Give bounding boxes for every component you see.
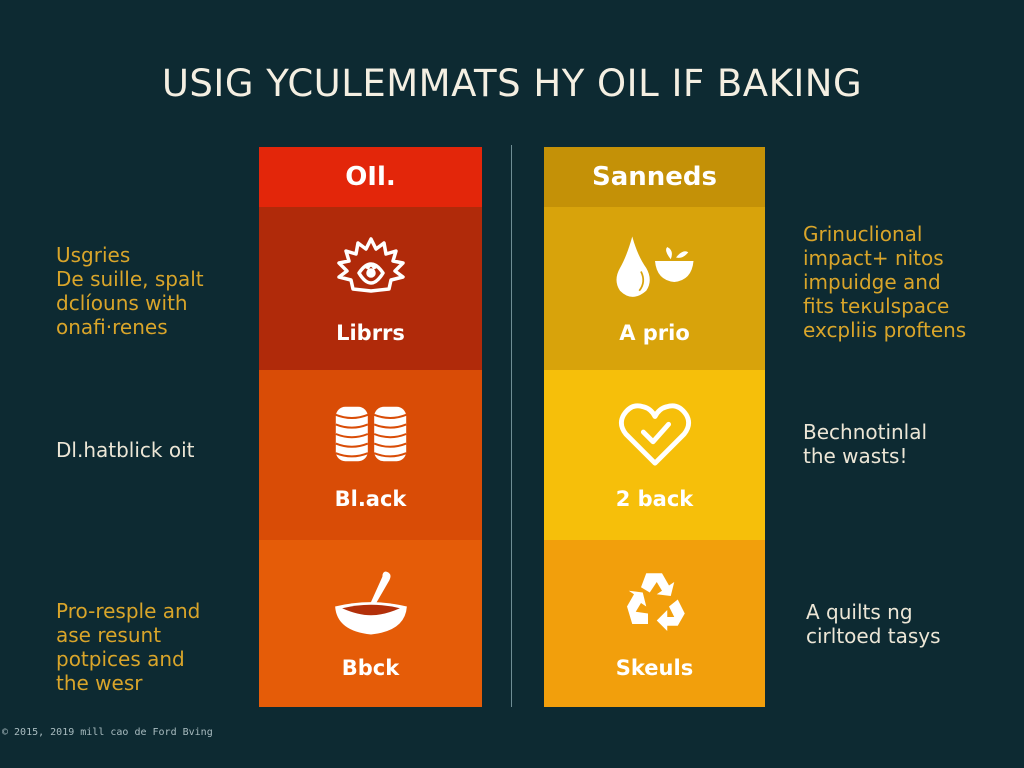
substitutes-row-2: 2 back: [544, 370, 765, 540]
oil-row-3: Bbck: [259, 540, 482, 707]
oil-row-1-label: Librrs: [336, 320, 405, 345]
page-title: USIG YCULEMMATS HY OIL IF BAKING: [161, 62, 863, 105]
note-line: onafi‧renes: [56, 315, 168, 339]
recycle-icon: [615, 568, 695, 638]
right-note-2: Bechnotinlal the wasts!: [803, 420, 927, 468]
note-line: ase resunt: [56, 623, 162, 647]
oil-column: OIl. Librrs Bl.a: [259, 147, 482, 707]
note-line: Pro-resple and: [56, 599, 201, 623]
oil-header-label: OIl.: [345, 162, 396, 192]
substitutes-row-3: Skeuls: [544, 540, 765, 707]
left-note-2: Dl.hatblick oit: [56, 438, 194, 462]
oil-row-2: Bl.ack: [259, 370, 482, 540]
left-note-3: Pro-resple and ase resunt potpices and t…: [56, 599, 200, 695]
note-line: Dl.hatblick oit: [56, 438, 195, 462]
oil-row-3-label: Bbck: [341, 655, 400, 680]
note-line: potpices and: [56, 647, 185, 671]
left-note-1: Usgries De suille, spalt dclíouns with o…: [56, 243, 204, 339]
note-line: the wesr: [56, 671, 143, 695]
oil-drop-bowl-icon: [610, 233, 700, 303]
note-line: impuidge and: [803, 270, 941, 294]
substitutes-header-label: Sanneds: [591, 162, 717, 192]
note-line: Bechnotinlal: [803, 420, 928, 444]
oil-row-1: Librrs: [259, 207, 482, 370]
substitutes-row-1-label: A prio: [619, 320, 690, 345]
center-divider: [511, 145, 512, 707]
note-line: the wasts!: [803, 444, 908, 468]
note-line: cirltoed tasys: [806, 624, 941, 648]
note-line: impact+ nitos: [803, 246, 944, 270]
note-line: dclíouns with: [56, 291, 188, 315]
right-note-1: Grinuclional impact+ nitos impuidge and …: [803, 222, 966, 342]
note-line: De suille, spalt: [56, 267, 204, 291]
oil-row-2-label: Bl.ack: [334, 487, 407, 511]
note-line: A quilts ng: [806, 600, 913, 624]
substitutes-column-header: Sanneds: [544, 147, 765, 207]
note-line: fits teкulspace: [803, 294, 950, 318]
oil-column-header: OIl.: [259, 147, 482, 207]
footer-credit: © 2015, 2019 mill cao de Ford Bving: [2, 727, 213, 738]
substitutes-row-3-label: Skeuls: [615, 655, 694, 680]
substitutes-row-2-label: 2 back: [615, 487, 694, 511]
note-line: Usgries: [56, 243, 131, 267]
right-note-3: A quilts ng cirltoed tasys: [806, 600, 941, 648]
coin-stacks-icon: [331, 399, 411, 469]
lotus-icon: [331, 233, 411, 303]
bowl-spoon-icon: [331, 568, 411, 638]
substitutes-row-1: A prio: [544, 207, 765, 370]
note-line: excpliis proftens: [803, 318, 967, 342]
note-line: Grinuclional: [803, 222, 923, 246]
substitutes-column: Sanneds A prio 2 back: [544, 147, 765, 707]
heart-check-icon: [615, 399, 695, 469]
